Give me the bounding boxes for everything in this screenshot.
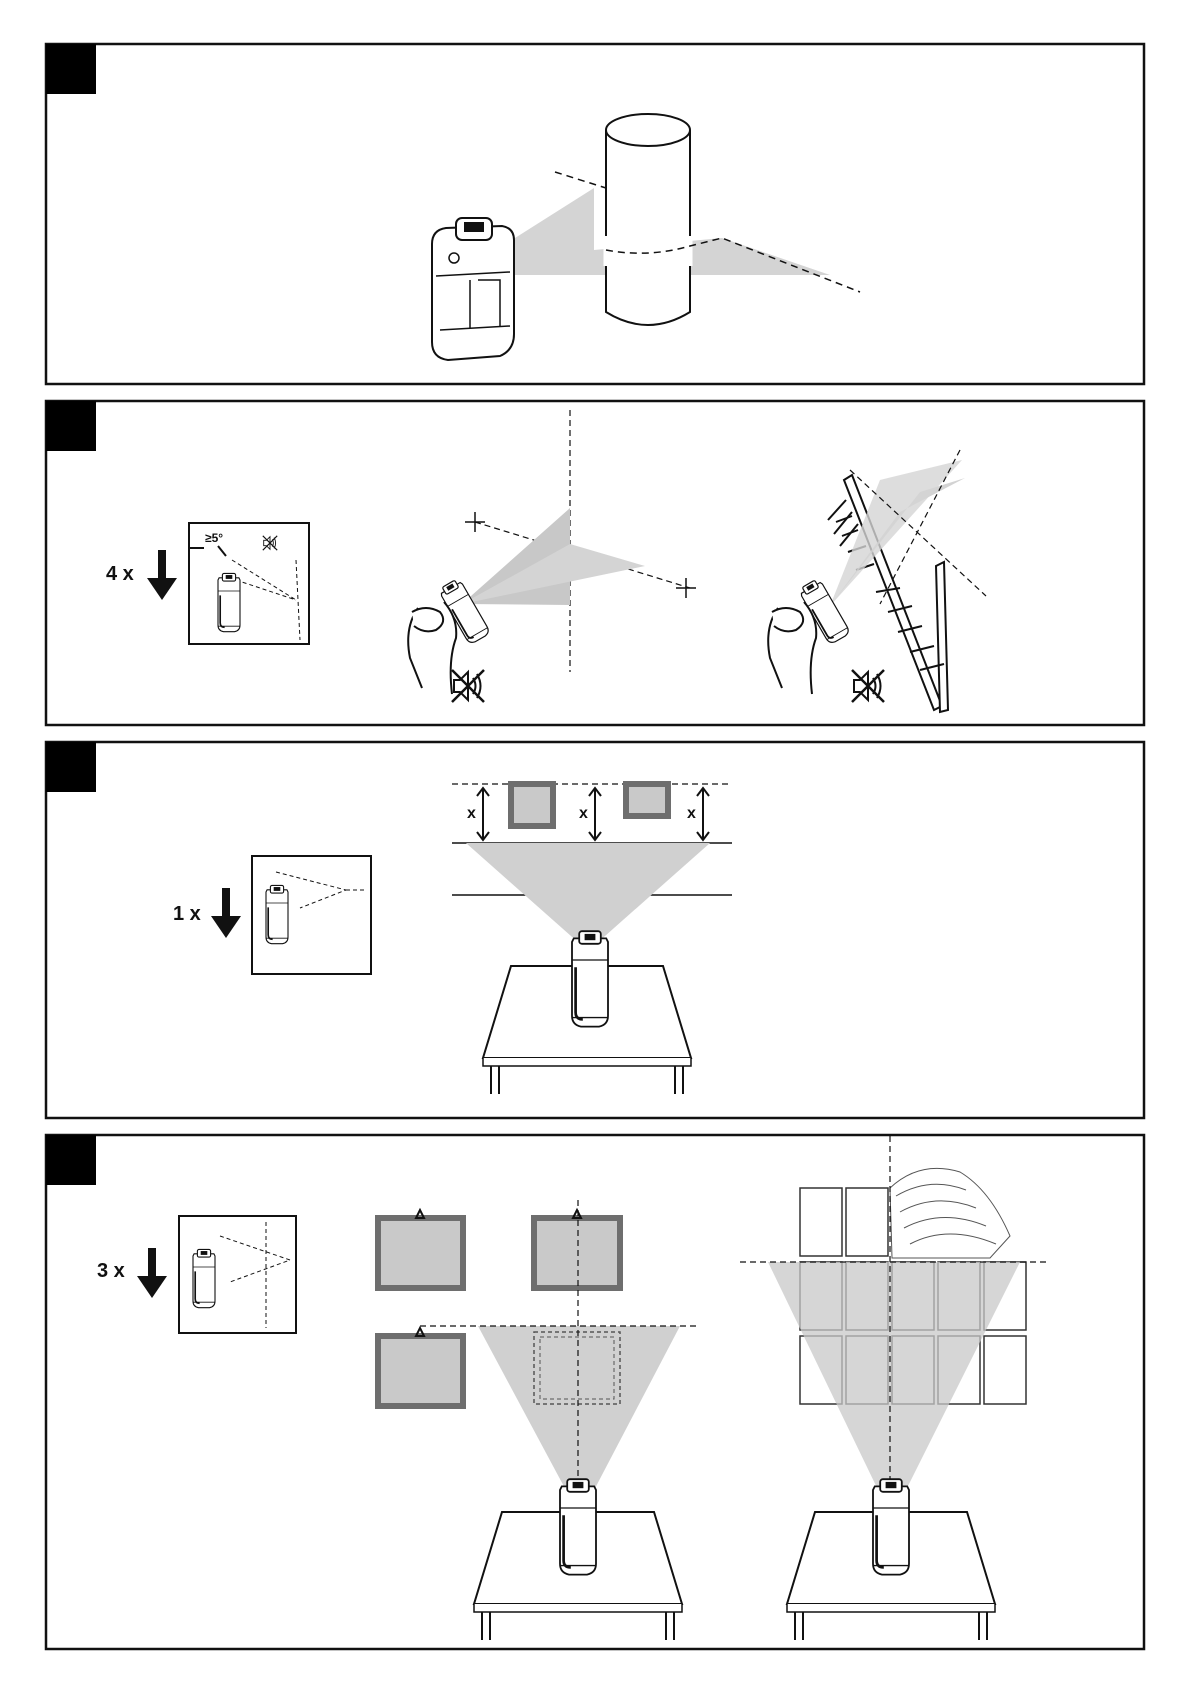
laser-level-icon xyxy=(432,218,514,360)
laser-level-icon xyxy=(560,1479,596,1574)
tilt-angle-label: ≥5° xyxy=(205,531,223,545)
panel-3: 1 x x x x xyxy=(46,742,1144,1118)
mode-inset xyxy=(179,1216,296,1333)
laser-level-icon xyxy=(572,931,608,1026)
press-count-label: 1 x xyxy=(173,903,201,925)
picture-frame-icon xyxy=(378,1218,463,1288)
laser-level-icon xyxy=(873,1479,909,1574)
panel-1 xyxy=(46,44,1144,384)
panel-1-number-tab xyxy=(46,44,96,94)
picture-frame-icon xyxy=(511,784,553,826)
panel-2-number-tab xyxy=(46,401,96,451)
panel-4-number-tab xyxy=(46,1135,96,1185)
panel-3-number-tab xyxy=(46,742,96,792)
panel-1-frame xyxy=(46,44,1144,384)
distance-label: x xyxy=(579,805,588,822)
press-count-label: 3 x xyxy=(97,1260,125,1282)
picture-frame-icon xyxy=(534,1218,620,1288)
panel-2: 4 x ≥5° xyxy=(46,401,1144,725)
mode-inset xyxy=(252,856,371,974)
picture-frame-icon xyxy=(378,1336,463,1406)
picture-frame-icon xyxy=(626,784,668,816)
press-count-label: 4 x xyxy=(106,563,134,585)
panel-4: 3 x xyxy=(46,1135,1144,1649)
mode-inset: ≥5° xyxy=(189,523,309,644)
distance-label: x xyxy=(467,805,476,822)
distance-label: x xyxy=(687,805,696,822)
